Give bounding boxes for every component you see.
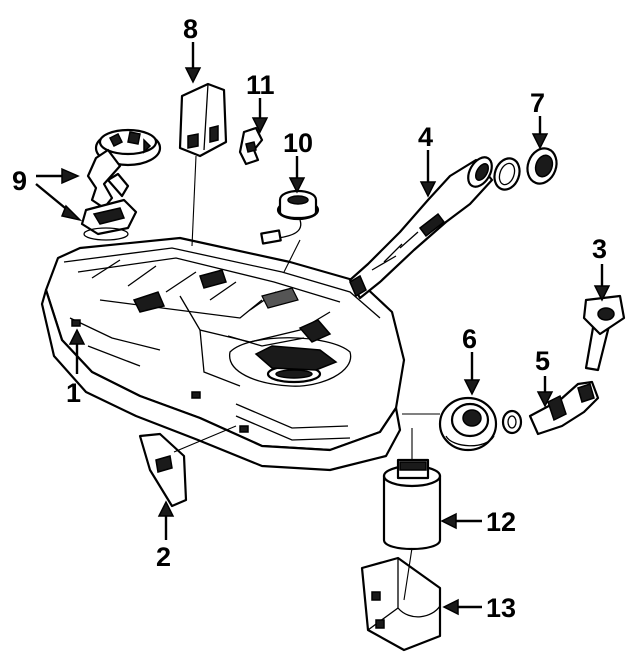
callout-6: 6 [462, 324, 477, 354]
pump-housing [438, 396, 498, 452]
mounting-bracket [360, 556, 442, 652]
fuel-filter [382, 458, 442, 550]
callout-4: 4 [418, 122, 433, 152]
clip [238, 126, 264, 166]
hose [501, 380, 600, 436]
leader-lines [173, 155, 440, 601]
heat-shield [178, 82, 228, 158]
sending-unit-assembly [80, 128, 162, 241]
callout-13: 13 [486, 593, 516, 623]
callout-labels: 1 2 3 4 5 6 7 8 9 10 11 12 13 [12, 14, 607, 623]
callout-1: 1 [66, 378, 81, 408]
callout-10: 10 [283, 128, 313, 158]
callout-arrows [35, 42, 611, 616]
callout-12: 12 [486, 507, 516, 537]
vent-hose-upper [582, 294, 626, 372]
fuel-tank [40, 236, 406, 472]
callout-2: 2 [156, 542, 171, 572]
callout-5: 5 [535, 346, 550, 376]
callout-7: 7 [530, 88, 545, 118]
filler-neck [348, 156, 494, 300]
callout-3: 3 [592, 234, 607, 264]
callout-11: 11 [246, 70, 275, 100]
callout-8: 8 [183, 14, 198, 44]
sensor [260, 189, 320, 245]
strap-bracket [138, 432, 188, 508]
fuel-cap [526, 147, 558, 185]
callout-9: 9 [12, 166, 27, 196]
filler-gasket [493, 157, 521, 191]
